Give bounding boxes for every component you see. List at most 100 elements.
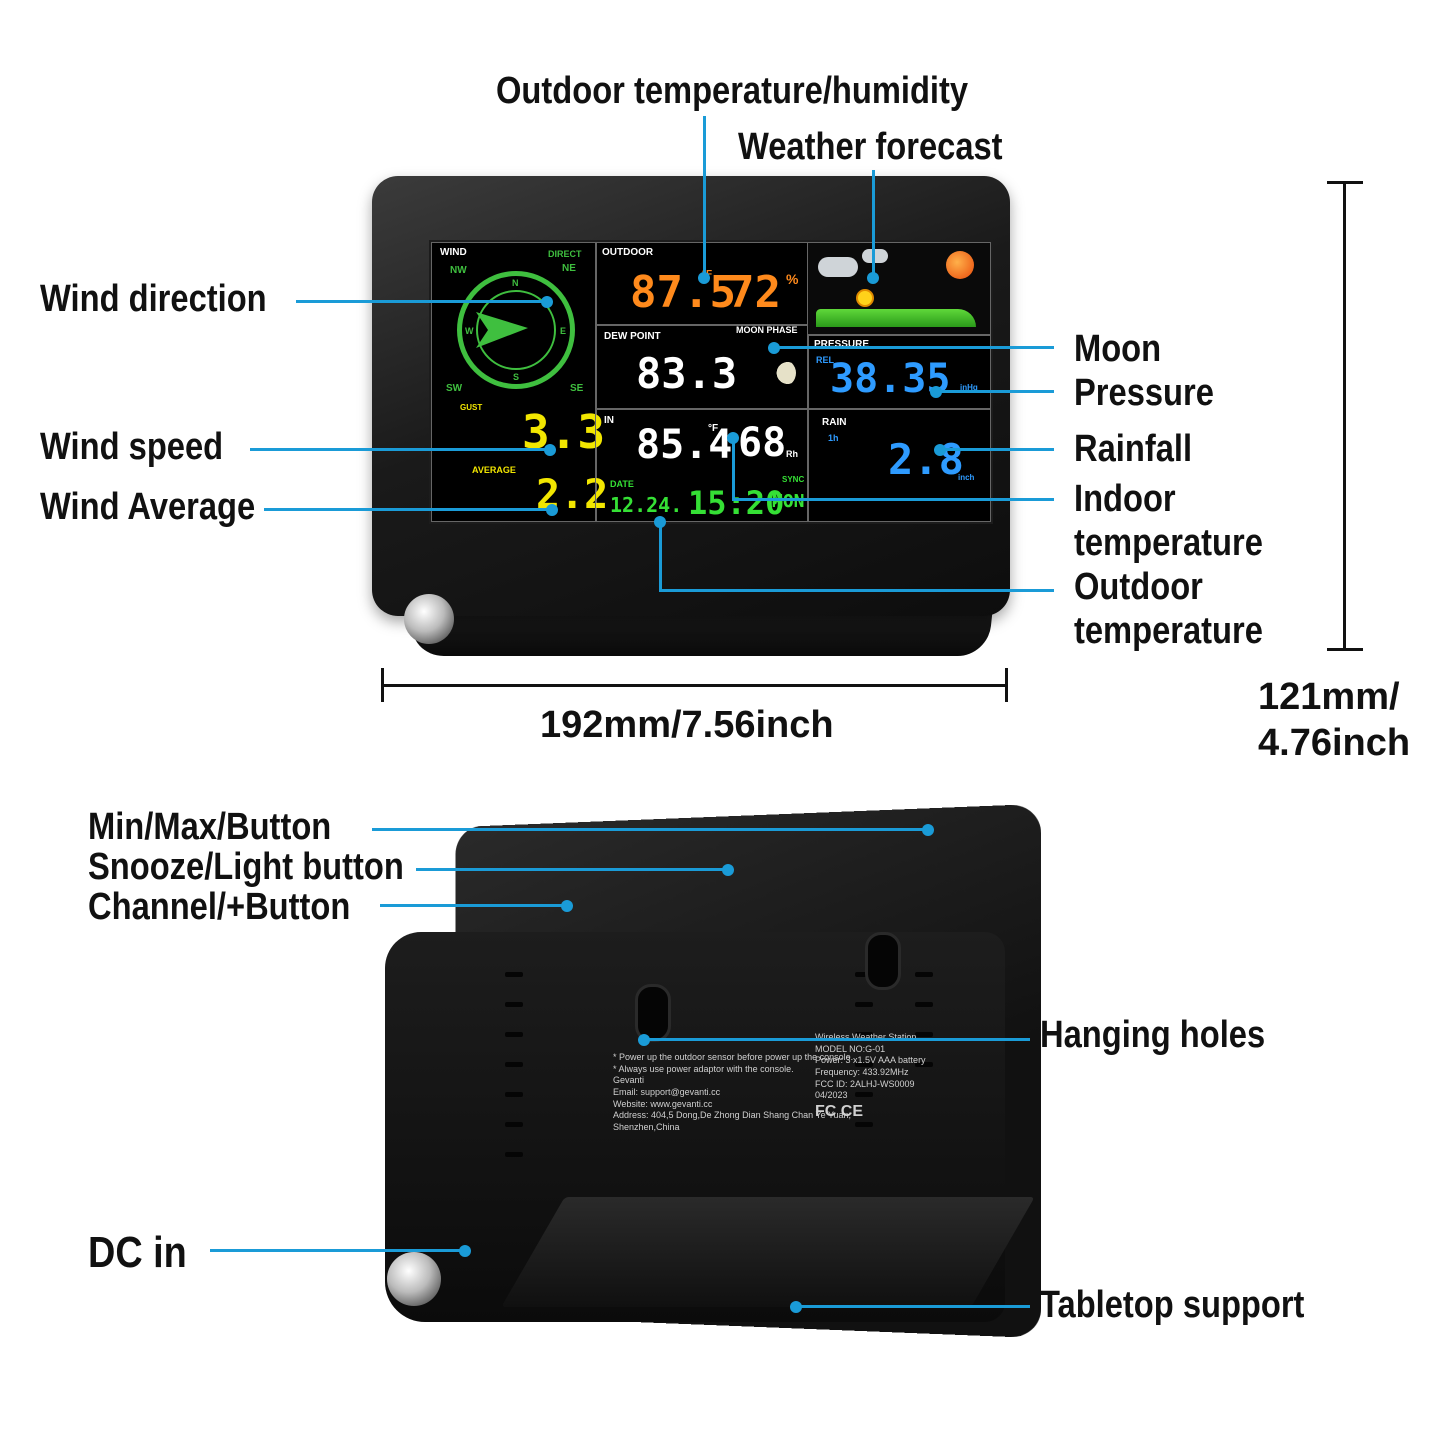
rain-period: 1h — [828, 433, 839, 443]
vent-slot — [855, 1122, 873, 1127]
rain-panel: RAIN 1h 2.8 inch — [807, 408, 991, 522]
vent-slot — [505, 1002, 523, 1007]
vent-slot — [915, 1062, 933, 1067]
outdoor-panel: OUTDOOR 87.5 °F 72 % — [595, 242, 809, 326]
callout-outdoor-temperature: Outdoor temperature — [1074, 566, 1263, 652]
callout-indoor-temperature: Indoor temperature — [1074, 478, 1263, 564]
line-outdoor-temp-humidity — [703, 116, 706, 278]
rh-label: Rh — [786, 449, 798, 459]
dot-wind-direction — [541, 296, 553, 308]
dot-channel-button[interactable] — [561, 900, 573, 912]
dew-point-value: 83.3 — [636, 349, 738, 398]
line-wind-average — [264, 508, 552, 511]
compass-se: SE — [570, 383, 584, 394]
line-outdoor-temperature-vertical — [659, 520, 662, 592]
direct-label: DIRECT — [548, 249, 582, 259]
vent-slot — [505, 1062, 523, 1067]
callout-wind-direction: Wind direction — [40, 278, 267, 320]
dot-weather-forecast — [867, 272, 879, 284]
line-tabletop-support — [796, 1305, 1030, 1308]
callout-weather-forecast: Weather forecast — [738, 126, 1003, 168]
grass-ground — [816, 309, 976, 327]
time-value: 15:20 — [688, 484, 785, 522]
width-dimension-end-left — [381, 668, 384, 702]
back-note-2: * Always use power adaptor with the cons… — [613, 1063, 794, 1074]
date-value: 12.24. — [610, 493, 683, 517]
cloud-small-icon — [862, 249, 888, 263]
line-indoor-temperature — [732, 498, 1054, 501]
line-dc-in — [210, 1249, 464, 1252]
dot-wind-average — [546, 504, 558, 516]
vent-slot — [505, 1092, 523, 1097]
outdoor-temp-value: 87.5 — [630, 267, 736, 318]
dot-dc-in[interactable] — [459, 1245, 471, 1257]
outdoor-humidity-value: 72 — [728, 267, 781, 318]
outdoor-label: OUTDOOR — [602, 247, 654, 258]
line-pressure — [936, 390, 1054, 393]
vent-slot — [855, 1062, 873, 1067]
back-label-title: Wireless Weather Station — [815, 1032, 917, 1042]
callout-wind-average: Wind Average — [40, 486, 256, 528]
callout-wind-speed: Wind speed — [40, 426, 224, 468]
height-dimension-text-line1: 121mm/ — [1258, 676, 1400, 718]
forecast-sky — [808, 243, 990, 335]
vent-slot — [505, 1152, 523, 1157]
wind-panel: WIND DIRECT NW NE N E S W SW SE GUST 3.3… — [431, 242, 608, 522]
date-label: DATE — [610, 479, 634, 489]
dot-min-max-button[interactable] — [922, 824, 934, 836]
width-dimension-text: 192mm/7.56inch — [540, 704, 834, 746]
callout-channel-button: Channel/+Button — [88, 886, 351, 928]
hinge-knob — [404, 594, 454, 644]
pressure-label: PRESSURE — [814, 339, 870, 350]
forecast-panel — [807, 242, 991, 336]
line-indoor-temperature-vertical — [732, 436, 735, 500]
compass-inner-ring — [476, 290, 556, 370]
dot-outdoor-temp-humidity — [698, 272, 710, 284]
callout-tabletop-support: Tabletop support — [1040, 1284, 1305, 1326]
rel-label: REL — [816, 355, 834, 365]
dot-wind-speed — [544, 444, 556, 456]
compass-s: S — [513, 372, 520, 382]
tabletop-stand[interactable] — [501, 1197, 1035, 1307]
indoor-temp-value: 85.4 — [636, 422, 733, 468]
line-wind-speed — [250, 448, 550, 451]
compass-sw: SW — [446, 383, 463, 394]
back-website: Website: www.gevanti.cc — [613, 1098, 713, 1109]
back-label-power: Power: 3 x1.5V AAA battery — [815, 1055, 926, 1066]
compass-n: N — [512, 278, 519, 288]
vent-slot — [855, 972, 873, 977]
vent-slot — [915, 1032, 933, 1037]
back-label-date: 04/2023 — [815, 1090, 848, 1101]
line-weather-forecast — [872, 170, 875, 278]
compass-nw: NW — [450, 265, 467, 276]
sync-label: SYNC — [782, 475, 805, 484]
display-screen: WIND DIRECT NW NE N E S W SW SE GUST 3.3… — [429, 240, 993, 524]
indoor-temp-unit: °F — [708, 423, 719, 434]
day-value: MON — [772, 491, 805, 512]
dot-snooze-light-button[interactable] — [722, 864, 734, 876]
wind-speed-value: 3.3 — [522, 405, 606, 459]
height-dimension-line — [1343, 182, 1346, 650]
vent-slot — [855, 1002, 873, 1007]
back-label-model: MODEL NO:G-01 — [815, 1043, 886, 1054]
line-min-max-button — [372, 828, 928, 831]
vent-slot — [505, 1032, 523, 1037]
indoor-panel: IN 85.4 °F 68 Rh DATE SYNC 12.24. 15:20 … — [595, 408, 809, 522]
line-moon — [774, 346, 1054, 349]
hanging-hole — [635, 984, 671, 1042]
height-dimension-end-bottom — [1327, 648, 1363, 651]
dot-indoor-temperature — [727, 432, 739, 444]
back-label-frequency: Frequency: 433.92MHz — [815, 1067, 909, 1078]
back-label-fcc: FCC ID: 2ALHJ-WS0009 — [815, 1078, 915, 1089]
back-email: Email: support@gevanti.cc — [613, 1087, 721, 1098]
line-wind-direction — [296, 300, 546, 303]
callout-outdoor-temp-humidity: Outdoor temperature/humidity — [496, 70, 969, 112]
humidity-unit: % — [786, 271, 799, 287]
gust-label: GUST — [460, 403, 483, 412]
sun-icon — [946, 251, 974, 279]
width-dimension-line — [382, 684, 1008, 687]
dot-pressure — [930, 386, 942, 398]
weather-station-back: Wireless Weather Station MODEL NO:G-01 P… — [385, 803, 1042, 1382]
certification-marks: FC CE — [815, 1103, 863, 1121]
wind-compass: N E S W — [457, 271, 575, 389]
